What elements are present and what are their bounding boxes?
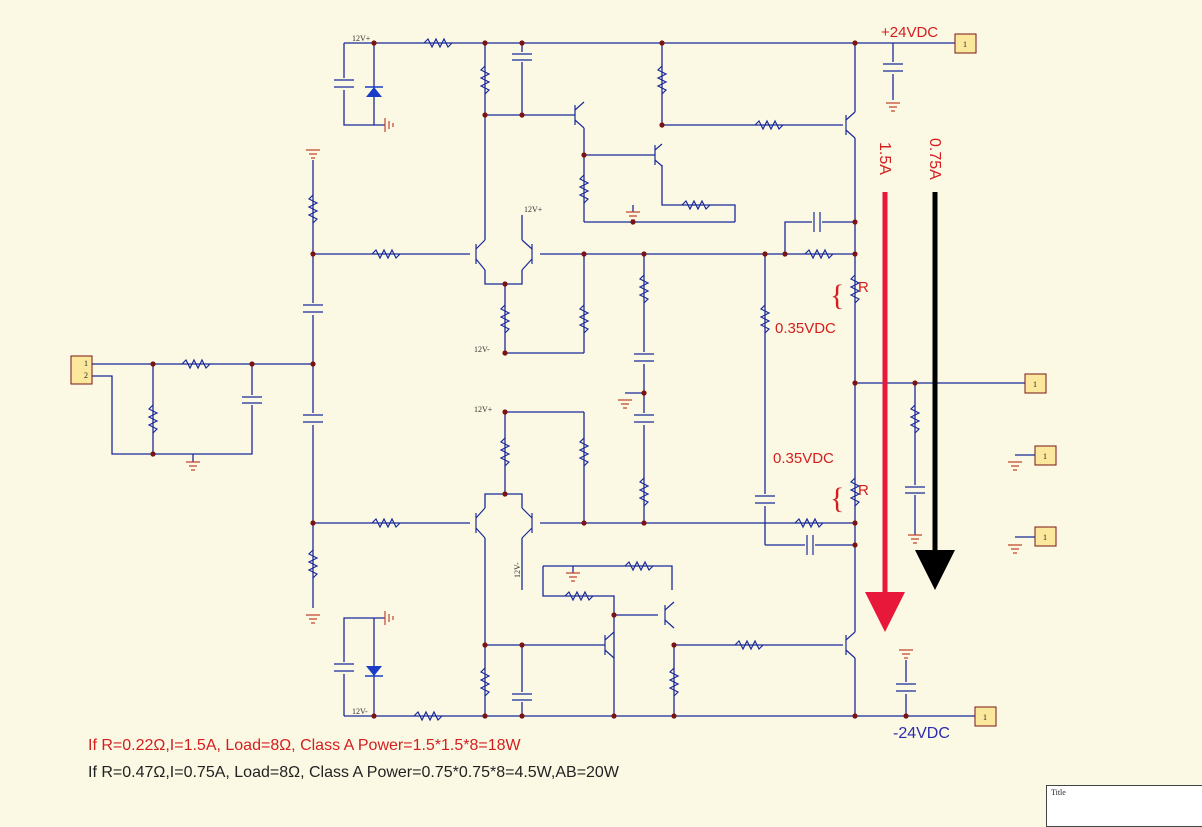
vplus-port: 1 — [954, 33, 977, 54]
power-note-black: If R=0.47Ω,I=0.75A, Load=8Ω, Class A Pow… — [88, 764, 619, 781]
vminus-port: 1 — [974, 706, 997, 727]
svg-text:1: 1 — [1043, 533, 1047, 542]
ground-symbols — [186, 102, 1022, 659]
svg-text:1: 1 — [1043, 452, 1047, 461]
current-label: 1.5A — [876, 142, 893, 175]
transistors — [475, 101, 856, 659]
svg-text:1: 1 — [1033, 380, 1037, 389]
lower-diff-pair — [313, 411, 855, 645]
emitter-resistor-annotation: { R 0.35VDC — [773, 450, 869, 515]
supply-label: 12V- — [474, 345, 490, 354]
current-arrow-black: 0.75A — [915, 138, 955, 590]
supply-label: 12V- — [352, 707, 368, 716]
svg-text:1: 1 — [963, 40, 967, 49]
svg-text:1: 1 — [84, 359, 88, 368]
voltage-label: 0.35VDC — [773, 450, 834, 467]
resistors — [147, 37, 921, 722]
ground-port: 1 — [1015, 445, 1057, 466]
lower-zener-network — [343, 565, 855, 717]
current-label: 0.75A — [926, 138, 943, 180]
current-arrow-red: 1.5A — [865, 142, 905, 632]
upper-zener-network — [343, 42, 855, 223]
upper-diff-pair — [313, 115, 765, 354]
svg-text:{: { — [830, 482, 844, 515]
feedback-network — [625, 221, 855, 546]
emitter-resistor-annotation: { R 0.35VDC — [775, 279, 869, 337]
positive-rail-label: +24VDC — [881, 24, 938, 41]
supply-label: 12V+ — [524, 205, 543, 214]
svg-text:{: { — [830, 279, 844, 312]
supply-label: 12V+ — [474, 405, 493, 414]
output-port: 1 — [1024, 373, 1047, 394]
input-network — [92, 160, 314, 608]
resistor-label: R — [858, 482, 869, 499]
zener-diodes — [365, 86, 383, 677]
supply-label: 12V- — [513, 562, 522, 578]
negative-rail-label: -24VDC — [893, 725, 950, 742]
ground-port: 1 — [1015, 526, 1057, 547]
resistor-label: R — [858, 279, 869, 296]
junction-dots — [150, 40, 918, 719]
supply-labels: 12V+ 12V+ 12V+ 12V- 12V- 12V- — [352, 34, 543, 716]
title-label: Title — [1051, 788, 1066, 797]
capacitors — [242, 52, 925, 702]
svg-text:2: 2 — [84, 371, 88, 380]
input-port: 1 2 — [70, 355, 93, 385]
supply-label: 12V+ — [352, 34, 371, 43]
voltage-label: 0.35VDC — [775, 320, 836, 337]
power-note-red: If R=0.22Ω,I=1.5A, Load=8Ω, Class A Powe… — [88, 737, 521, 754]
title-block: Title — [1046, 785, 1202, 827]
svg-text:1: 1 — [983, 713, 987, 722]
